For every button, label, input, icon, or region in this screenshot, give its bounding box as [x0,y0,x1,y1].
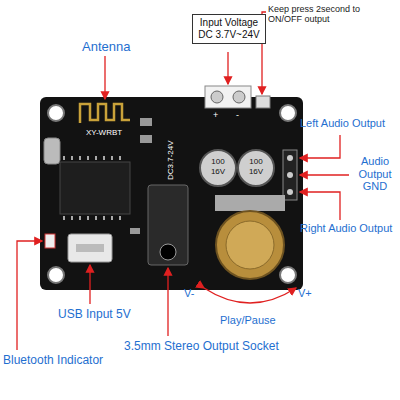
polarity-mark: - [236,110,239,120]
polarity-mark: + [213,110,218,120]
spec-text: Input Voltage DC 3.7V~24V [197,17,261,41]
silkscreen-text: DC3.7-24V [166,140,175,180]
direction-label: V- [184,287,194,300]
function-label: Play/Pause [220,314,276,327]
note-text: Keep press 2second to ON/OFF output [268,4,378,25]
direction-label: V+ [298,287,312,300]
capacitor-value: 100 [207,157,229,166]
capacitor-value: 16V [207,167,229,176]
pin-label: Right Audio Output [300,222,392,235]
part-label: Antenna [82,40,130,55]
silkscreen-text: XY-WRBT [86,128,122,137]
pin-label: Left Audio Output [300,117,385,130]
part-label: 3.5mm Stereo Output Socket [124,340,279,354]
part-label: Bluetooth Indicator [3,354,103,368]
capacitor-value: 100 [245,157,267,166]
part-label: USB Input 5V [58,308,131,322]
spec-box: Input Voltage DC 3.7V~24V [192,14,266,44]
pin-label: Audio Output GND [352,155,398,193]
capacitor-value: 16V [245,167,267,176]
